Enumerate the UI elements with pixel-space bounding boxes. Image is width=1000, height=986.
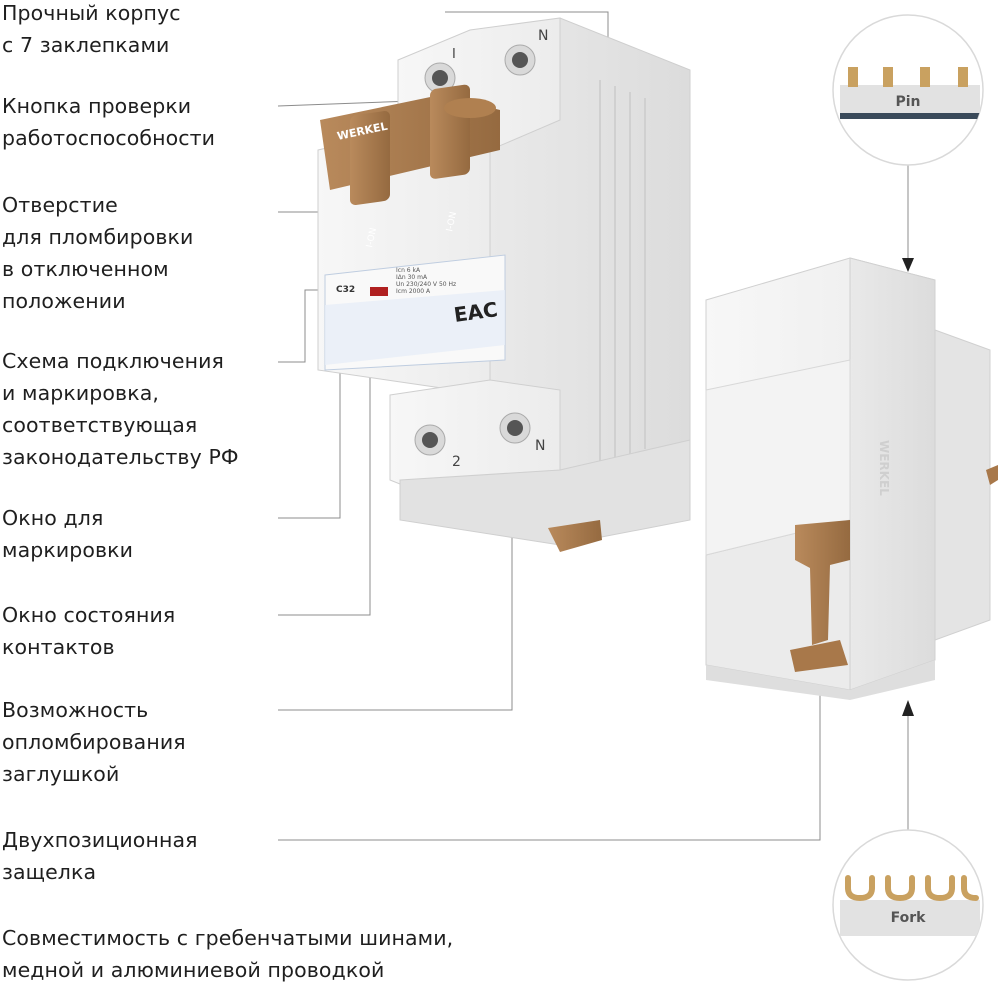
- back-device: WERKEL: [705, 257, 998, 700]
- contact-state-window: [370, 287, 388, 296]
- feature-marking-window-label: Окно для маркировки: [2, 506, 134, 562]
- leader-wiring: [278, 289, 318, 363]
- spec-3: Un 230/240 V 50 Hz: [396, 281, 456, 288]
- fork-busbar-circle: Fork: [832, 829, 984, 981]
- front-device: I N WERKEL I-ON I-ON C32 Icn 6 kA IΔn 30…: [317, 17, 691, 552]
- brand-back: WERKEL: [877, 440, 891, 496]
- spec-2: IΔn 30 mA: [396, 274, 428, 281]
- feature-test-button-label: Кнопка проверки работоспособности: [2, 94, 216, 150]
- feature-wiring-label: Схема подключения и маркировка, соответс…: [2, 349, 239, 469]
- feature-latch-label: Двухпозиционная защелка: [2, 828, 198, 884]
- spec-1: Icn 6 kA: [396, 267, 421, 274]
- terminal-top-2: N: [538, 28, 548, 44]
- feature-body-label: Прочный корпус с 7 заклепками: [2, 1, 181, 57]
- rating-label: C32: [336, 285, 355, 295]
- spec-4: Icm 2000 A: [396, 288, 431, 295]
- terminal-bottom-1: 2: [452, 454, 461, 470]
- arrow-down: [902, 258, 914, 272]
- feature-contact-window-label: Окно состояния контактов: [2, 603, 176, 659]
- leader-latch: [278, 640, 821, 841]
- leader-marking-window: [278, 350, 341, 519]
- feature-seal-hole-label: Отверстие для пломбировки в отключенном …: [2, 193, 194, 313]
- switch-label-2: I-ON: [445, 211, 459, 233]
- pin-label: Pin: [895, 94, 920, 110]
- pin-busbar-circle: Pin: [832, 14, 984, 166]
- switch-label-1: I-ON: [365, 227, 379, 249]
- arrow-up: [902, 700, 914, 716]
- leader-contact-window: [278, 295, 371, 616]
- fork-label: Fork: [891, 910, 927, 926]
- terminal-bottom-2: N: [535, 438, 545, 454]
- feature-plug-seal-label: Возможность опломбирования заглушкой: [2, 698, 186, 786]
- terminal-top-1: I: [452, 47, 456, 62]
- feature-busbar-label: Совместимость с гребенчатыми шинами, мед…: [2, 926, 454, 982]
